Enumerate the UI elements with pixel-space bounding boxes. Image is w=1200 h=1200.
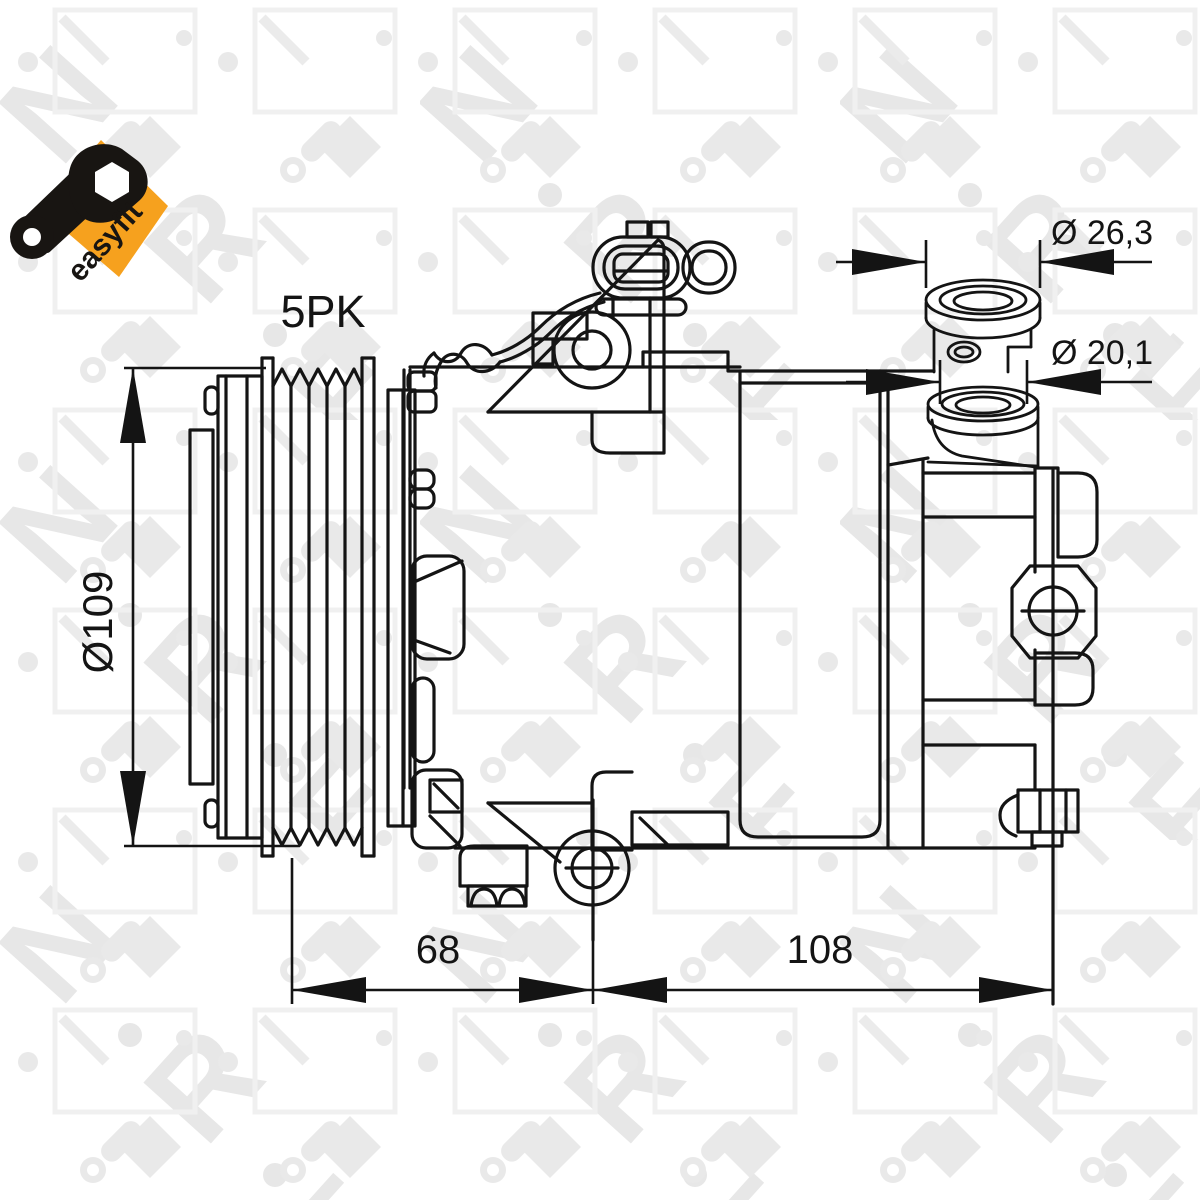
arrow-left-icon — [292, 977, 366, 1003]
dim-label-port-small: Ø 20,1 — [1051, 334, 1153, 372]
dim-label-rear-length: 108 — [787, 928, 854, 972]
drawing-labels: 5PK Ø109 Ø 26,3 Ø 20,1 68 108 — [74, 214, 1153, 972]
dimension-annotations — [120, 240, 1152, 1004]
arrow-left-icon — [1027, 369, 1101, 395]
wrench-icon — [10, 144, 148, 259]
arrow-left-icon — [593, 977, 667, 1003]
dim-port-large — [836, 240, 1152, 288]
belt-grooves — [271, 367, 364, 847]
arrow-right-icon — [866, 369, 940, 395]
dim-port-small — [846, 360, 1152, 404]
discharge-port — [926, 385, 1040, 469]
compressor-outline — [188, 220, 1099, 1006]
pulley — [188, 356, 438, 858]
clutch-front-disc — [188, 428, 215, 786]
wire-harness — [422, 291, 606, 390]
coil-terminal-pad — [410, 554, 466, 661]
electrical-connector — [591, 220, 737, 317]
rear-foot — [998, 788, 1080, 848]
arrow-right-icon — [519, 977, 593, 1003]
dim-lengths — [290, 858, 1055, 1004]
dim-label-pulley-diameter: Ø109 — [74, 571, 121, 674]
suction-port — [924, 278, 1042, 374]
arrow-down-icon — [120, 771, 146, 846]
dim-pulley-diameter — [120, 366, 300, 848]
dim-label-front-length: 68 — [416, 928, 461, 972]
arrow-left-icon — [1040, 249, 1114, 275]
dim-label-port-large: Ø 26,3 — [1051, 214, 1153, 252]
arrow-up-icon — [120, 368, 146, 443]
arrow-right-icon — [979, 977, 1053, 1003]
arrow-right-icon — [852, 249, 926, 275]
belt-type-label: 5PK — [280, 286, 365, 337]
upper-mounting-boss — [552, 310, 632, 390]
